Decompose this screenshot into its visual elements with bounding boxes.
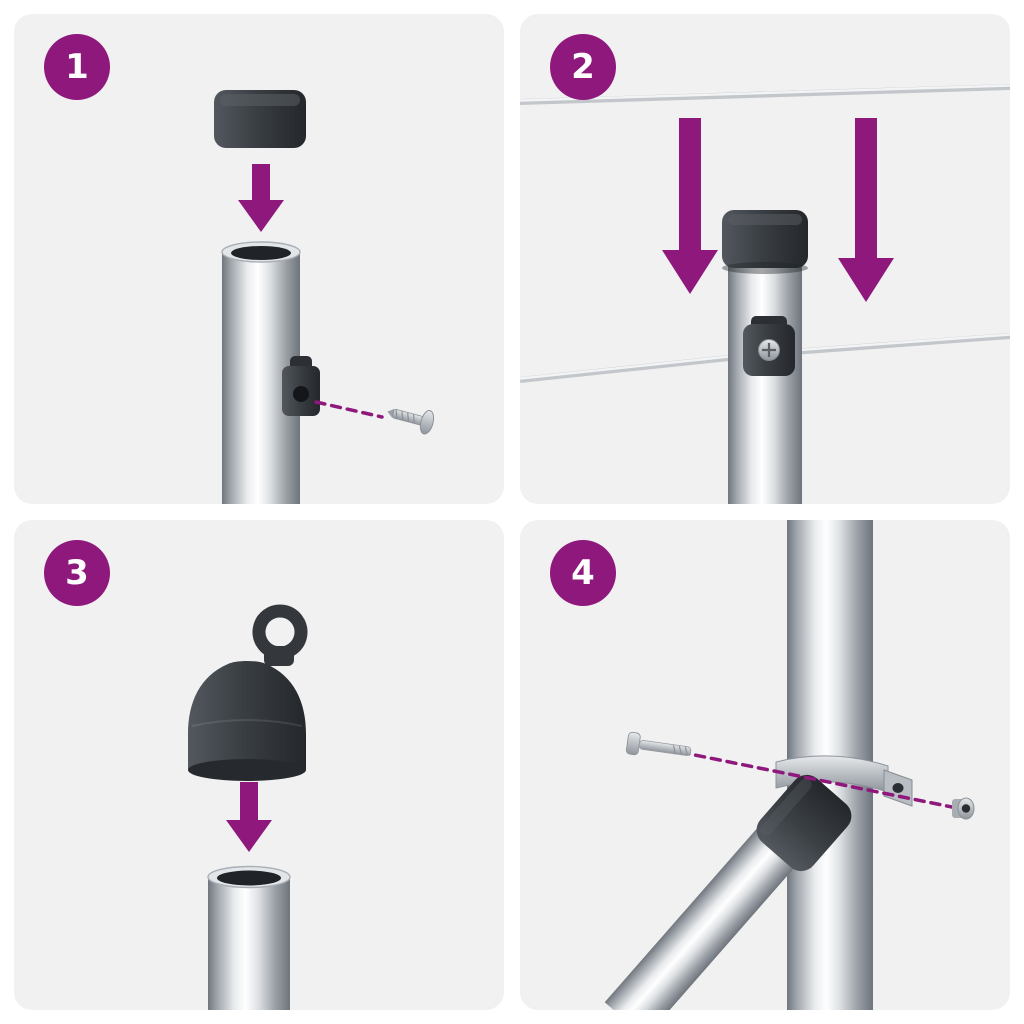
wire-clamp [743,316,795,376]
lower-wire-left [520,353,749,383]
dashed-guide-line [314,400,384,419]
bolt-head [625,731,641,756]
screw-head [419,410,435,435]
capped-post [722,210,808,504]
down-arrow-left-icon [662,118,718,294]
step-panel-1: 1 [14,14,504,504]
bolt [625,731,692,756]
eyelet-cap [188,604,308,781]
clamp-fitting [282,356,320,416]
step-badge-3: 3 [44,540,110,606]
dashed-guide-line [678,750,954,809]
down-arrow-icon [226,782,272,852]
illustration-step-1 [214,90,435,504]
illustration-step-3 [188,604,308,1010]
step-panel-3: 3 [14,520,504,1010]
step-number-3: 3 [65,553,89,593]
down-arrow-right-icon [838,118,894,302]
nut-hole [961,804,971,813]
lower-wire-right [791,333,1010,355]
metal-post [207,865,291,1010]
brace-connector [756,774,852,872]
step-badge-1: 1 [44,34,110,100]
upper-wire [520,84,1010,105]
illustration-step-2 [520,84,1010,504]
nut [952,797,975,820]
clamp-hole [293,386,309,402]
step-badge-2: 2 [550,34,616,100]
illustration-step-4 [604,520,975,1010]
step-badge-4: 4 [550,540,616,606]
step-number-4: 4 [571,553,595,593]
post-cap [722,210,808,274]
down-arrow-icon [238,164,284,232]
step-number-1: 1 [65,47,89,87]
post-cap [214,90,306,148]
step-number-2: 2 [571,47,595,87]
screw [387,408,435,435]
step-panel-2: 2 [520,14,1010,504]
diagonal-brace [604,800,823,1010]
step-panel-4: 4 [520,520,1010,1010]
strap-bolt-hole [892,783,904,793]
